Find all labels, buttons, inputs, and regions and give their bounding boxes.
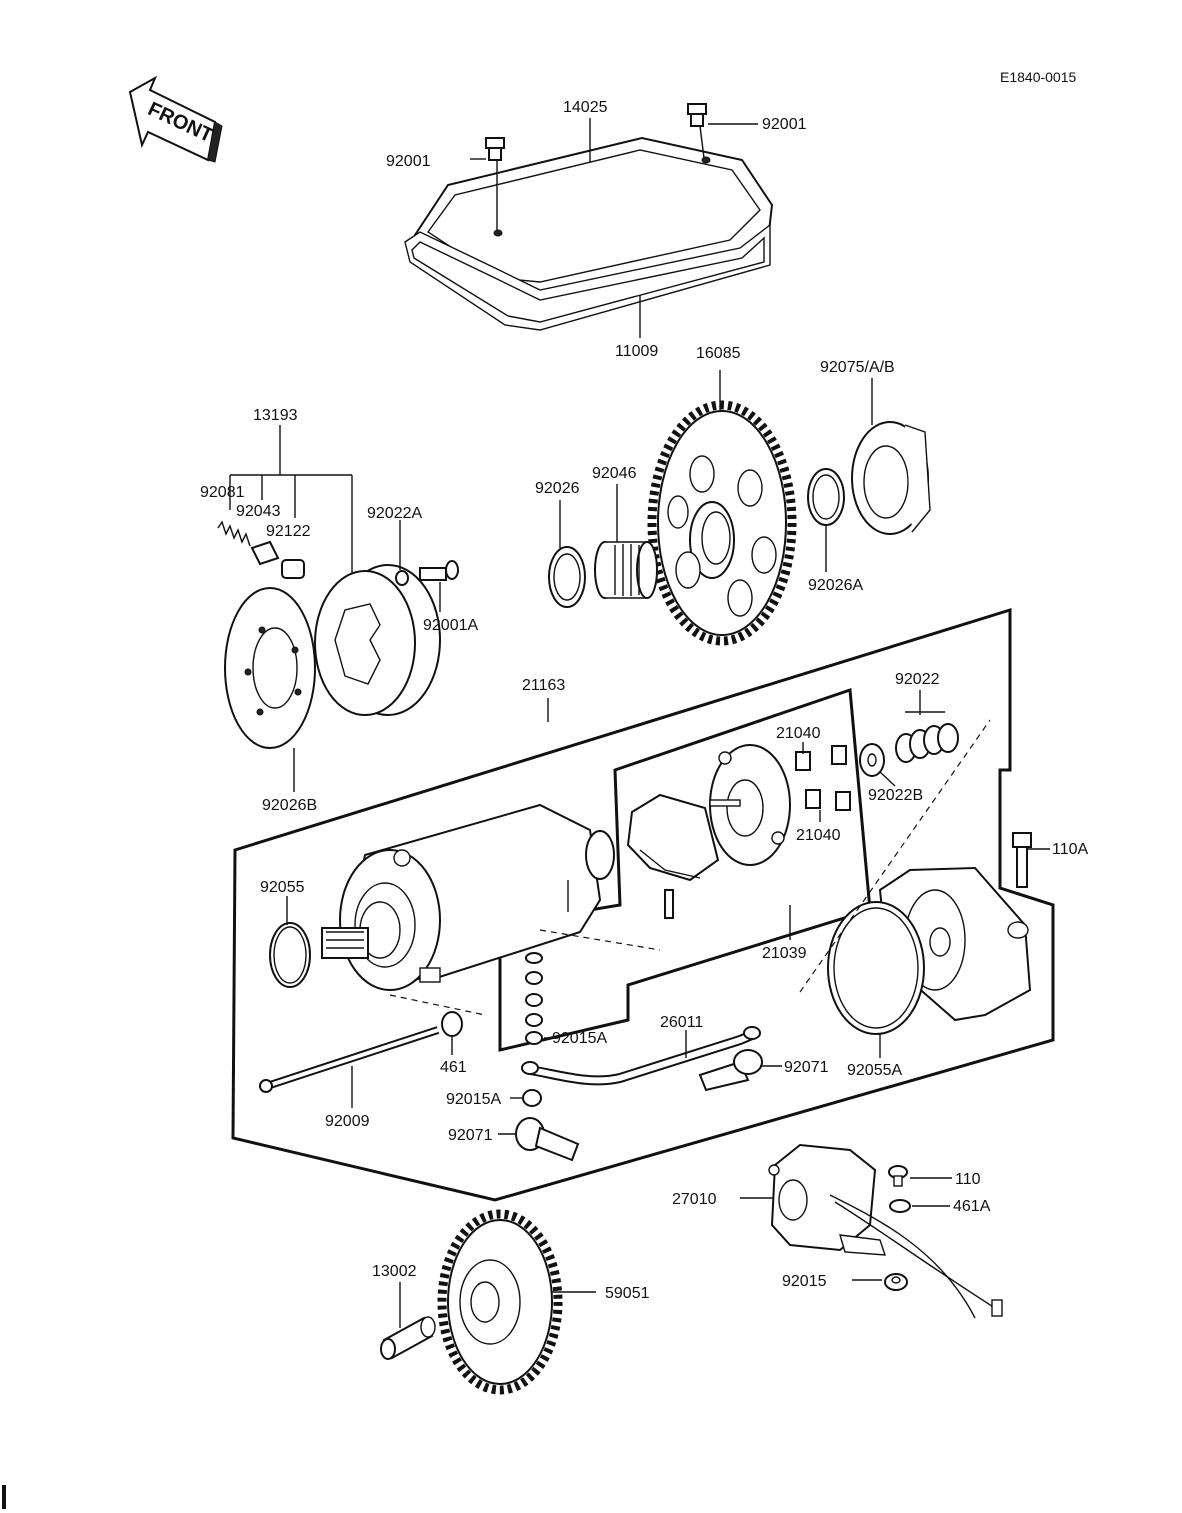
label-26011: 26011	[660, 1014, 703, 1031]
label-92001-left: 92001	[386, 153, 431, 170]
label-92046: 92046	[592, 465, 637, 482]
relay-27010	[768, 1143, 1003, 1319]
label-92043: 92043	[236, 503, 281, 520]
label-92081: 92081	[200, 484, 245, 501]
cap-92122	[281, 559, 305, 579]
shaft-13002	[380, 1316, 436, 1360]
roller-92043	[250, 540, 280, 566]
washer-92022B	[859, 743, 885, 777]
boot-92071-left	[515, 1117, 580, 1162]
front-arrow-icon: FRONT	[128, 75, 223, 163]
label-21039: 21039	[762, 945, 807, 962]
label-92026A: 92026A	[808, 577, 863, 594]
label-92009: 92009	[325, 1113, 370, 1130]
bolt-110A	[1012, 832, 1032, 888]
brush-21040-bottom	[805, 789, 851, 811]
label-27010: 27010	[672, 1191, 717, 1208]
through-bolt-92009	[259, 1026, 440, 1093]
label-13002: 13002	[372, 1263, 417, 1280]
brush-21040-top	[795, 745, 847, 771]
oring-92055	[269, 922, 311, 988]
bolt-92001-right	[687, 103, 707, 127]
label-92015: 92015	[782, 1273, 827, 1290]
washers-92022	[895, 723, 959, 763]
label-92015A-bottom: 92015A	[446, 1091, 501, 1108]
clutch-housing-13193	[314, 564, 441, 716]
label-92022A: 92022A	[367, 505, 422, 522]
label-92055: 92055	[260, 879, 305, 896]
label-92001A: 92001A	[423, 617, 478, 634]
label-92022: 92022	[895, 671, 940, 688]
label-92075: 92075/A/B	[820, 359, 895, 376]
gear-59051	[437, 1209, 563, 1395]
label-21040-top: 21040	[776, 725, 821, 742]
washer-92026A	[807, 468, 845, 526]
brush-plate	[709, 744, 791, 866]
label-92015A-top: 92015A	[552, 1030, 607, 1047]
bearing-92046	[594, 541, 658, 599]
spring-92081	[217, 520, 251, 547]
washer-461	[441, 1011, 463, 1037]
label-92001-right: 92001	[762, 116, 807, 133]
label-92071-left: 92071	[448, 1127, 493, 1144]
label-92026: 92026	[535, 480, 580, 497]
label-92026B: 92026B	[262, 797, 317, 814]
label-21163: 21163	[522, 677, 565, 694]
label-13193: 13193	[253, 407, 298, 424]
label-461: 461	[440, 1059, 467, 1076]
washers-92015A-stack	[525, 952, 543, 1045]
dash-92001-right	[699, 125, 705, 159]
oring-92055A	[827, 901, 925, 1035]
bolt-92001A	[419, 560, 459, 581]
cable-26011	[521, 1026, 761, 1086]
gear-16085	[647, 400, 797, 646]
gasket-11009	[404, 223, 771, 331]
label-92055A: 92055A	[847, 1062, 902, 1079]
group-outline-21163	[231, 607, 1055, 1202]
label-92071-right: 92071	[784, 1059, 829, 1076]
label-110: 110	[955, 1171, 981, 1188]
screw-110	[888, 1165, 908, 1187]
starter-motor-body	[321, 803, 615, 991]
label-461A: 461A	[953, 1198, 991, 1215]
washer-461A	[889, 1199, 911, 1213]
label-59051: 59051	[605, 1285, 650, 1302]
washer-92022A	[395, 570, 409, 586]
bolt-92001-left	[485, 137, 505, 161]
label-11009: 11009	[615, 343, 658, 360]
nut-92015	[884, 1273, 908, 1291]
boot-92071-right	[698, 1049, 763, 1092]
label-14025: 14025	[563, 99, 608, 116]
washer-92026	[548, 546, 586, 608]
label-110A: 110A	[1052, 841, 1089, 858]
label-92122: 92122	[266, 523, 311, 540]
label-21040-bottom: 21040	[796, 827, 841, 844]
washer-92075	[851, 421, 931, 535]
nut-92015A-bottom	[522, 1089, 542, 1107]
plate-92026B	[224, 587, 316, 749]
diagram-code: E1840-0015	[1000, 69, 1077, 85]
label-92022B: 92022B	[868, 787, 923, 804]
brush-holder	[626, 793, 720, 919]
label-16085: 16085	[696, 345, 741, 362]
edge-mark	[2, 1485, 6, 1509]
